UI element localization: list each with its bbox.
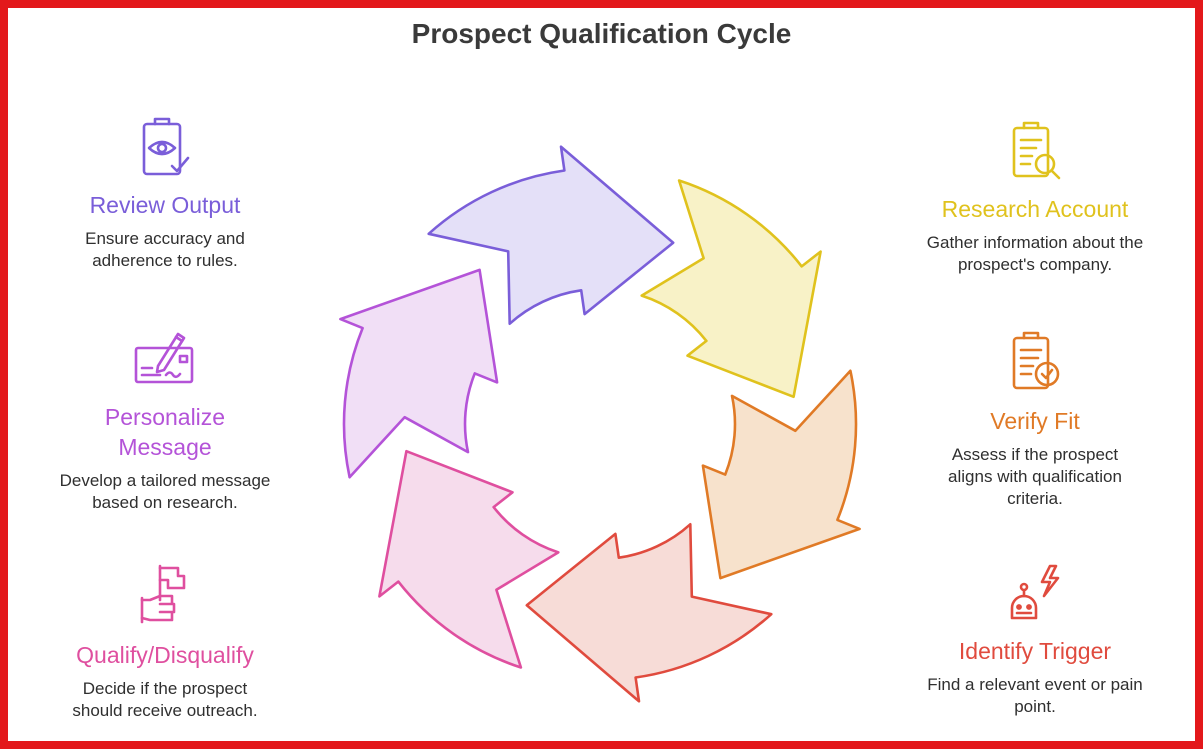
step-research-account: Research Account Gather information abou… — [905, 118, 1165, 276]
clipboard-search-icon — [1012, 121, 1061, 180]
step-review-output: Review Output Ensure accuracy and adhere… — [40, 116, 290, 272]
step-personalize-message: Personalize Message Develop a tailored m… — [35, 326, 295, 514]
step-label: Verify Fit — [990, 408, 1080, 434]
step-label: Review Output — [89, 192, 241, 218]
step-verify-fit: Verify Fit Assess if the prospect aligns… — [915, 330, 1155, 510]
step-label: Research Account — [941, 196, 1129, 222]
clipboard-eye-icon — [142, 117, 190, 176]
step-description: Gather information about the prospect's … — [926, 233, 1144, 274]
step-description: Assess if the prospect aligns with quali… — [948, 445, 1122, 508]
arrow-research-account — [640, 179, 822, 399]
arrow-verify-fit — [701, 369, 861, 580]
arrow-qualify-disqualify — [378, 449, 560, 669]
step-identify-trigger: Identify Trigger Find a relevant event o… — [905, 560, 1165, 718]
arrow-personalize-message — [339, 268, 499, 479]
arrow-identify-trigger — [525, 523, 773, 703]
robot-lightning-icon — [1010, 564, 1060, 620]
step-description: Develop a tailored message based on rese… — [59, 471, 271, 512]
step-label: Identify Trigger — [958, 638, 1112, 664]
step-description: Find a relevant event or pain point. — [927, 675, 1143, 716]
diagram-title: Prospect Qualification Cycle — [411, 18, 792, 49]
pen-signature-icon — [134, 332, 194, 384]
hand-flag-icon — [140, 564, 186, 624]
step-label: Qualify/Disqualify — [76, 642, 254, 668]
arrow-review-output — [427, 145, 675, 325]
step-label: Personalize Message — [104, 404, 226, 460]
clipboard-check-icon — [1012, 331, 1060, 390]
step-description: Ensure accuracy and adherence to rules. — [85, 229, 245, 270]
step-description: Decide if the prospect should receive ou… — [72, 679, 258, 720]
step-qualify-disqualify: Qualify/Disqualify Decide if the prospec… — [40, 562, 290, 722]
